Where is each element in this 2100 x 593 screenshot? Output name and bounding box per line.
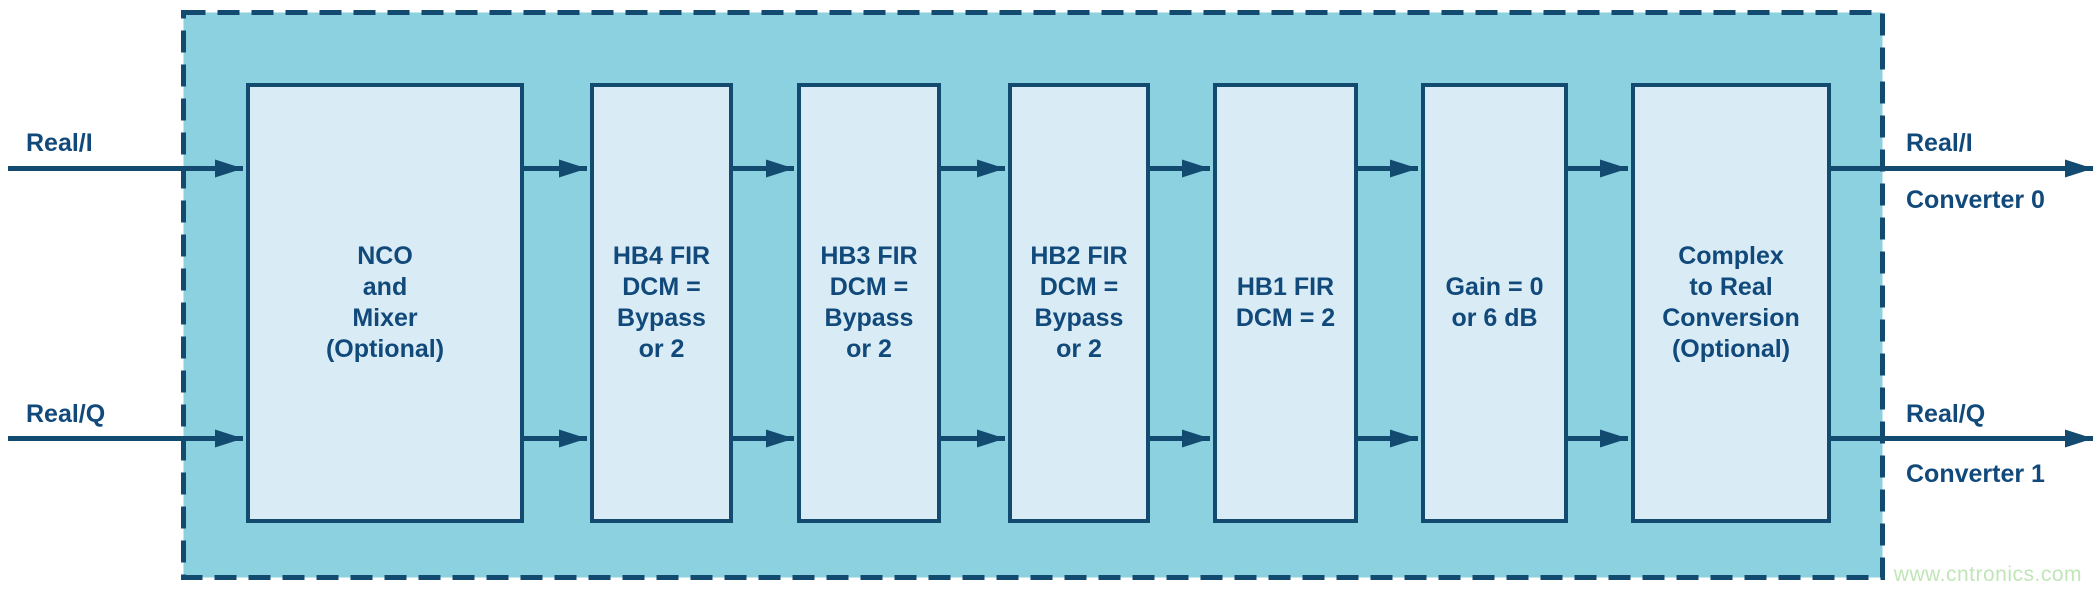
block-text-line: Gain = 0 bbox=[1445, 273, 1544, 301]
block-text-line: NCO bbox=[357, 242, 413, 270]
block-nco-mixer: NCO and Mixer (Optional) bbox=[246, 83, 524, 523]
block-text-line: or 6 dB bbox=[1451, 304, 1538, 332]
block-text-line: Complex bbox=[1678, 242, 1784, 270]
block-hb4-fir: HB4 FIR DCM = Bypass or 2 bbox=[590, 83, 733, 523]
block-text-line: or 2 bbox=[638, 335, 685, 363]
block-text-line: Bypass bbox=[824, 304, 914, 332]
output-label-converter-1: Converter 1 bbox=[1906, 460, 2045, 488]
block-hb2-fir: HB2 FIR DCM = Bypass or 2 bbox=[1008, 83, 1150, 523]
block-text-line: DCM = bbox=[829, 273, 909, 301]
output-label-converter-0: Converter 0 bbox=[1906, 186, 2045, 214]
block-hb1-fir: HB1 FIR DCM = 2 bbox=[1213, 83, 1358, 523]
block-text-line: DCM = bbox=[1039, 273, 1119, 301]
output-label-real-i: Real/I bbox=[1906, 129, 1973, 157]
block-text-line: or 2 bbox=[846, 335, 892, 363]
block-text-line: Conversion bbox=[1662, 304, 1800, 332]
block-hb3-fir: HB3 FIR DCM = Bypass or 2 bbox=[797, 83, 941, 523]
block-text-line: HB4 FIR bbox=[612, 242, 711, 270]
block-text-line: Mixer bbox=[352, 304, 418, 332]
block-text-line: HB3 FIR bbox=[820, 242, 918, 270]
block-text-line: DCM = bbox=[622, 273, 701, 301]
block-text-line: (Optional) bbox=[325, 335, 445, 363]
block-text-line: HB1 FIR bbox=[1236, 273, 1335, 301]
block-text-line: Bypass bbox=[617, 304, 706, 332]
block-text-line: DCM = 2 bbox=[1235, 304, 1336, 332]
input-label-real-i: Real/I bbox=[26, 129, 93, 157]
block-text-line: Bypass bbox=[1034, 304, 1124, 332]
block-text-line: and bbox=[362, 273, 408, 301]
block-gain: Gain = 0 or 6 dB bbox=[1421, 83, 1568, 523]
block-text-line: or 2 bbox=[1056, 335, 1102, 363]
block-complex-to-real: Complex to Real Conversion (Optional) bbox=[1631, 83, 1831, 523]
block-text-line: (Optional) bbox=[1671, 335, 1791, 363]
watermark: www.cntronics.com bbox=[1893, 563, 2082, 586]
output-label-real-q: Real/Q bbox=[1906, 400, 1986, 428]
block-text-line: to Real bbox=[1689, 273, 1773, 301]
input-label-real-q: Real/Q bbox=[26, 400, 106, 428]
block-text-line: HB2 FIR bbox=[1030, 242, 1128, 270]
